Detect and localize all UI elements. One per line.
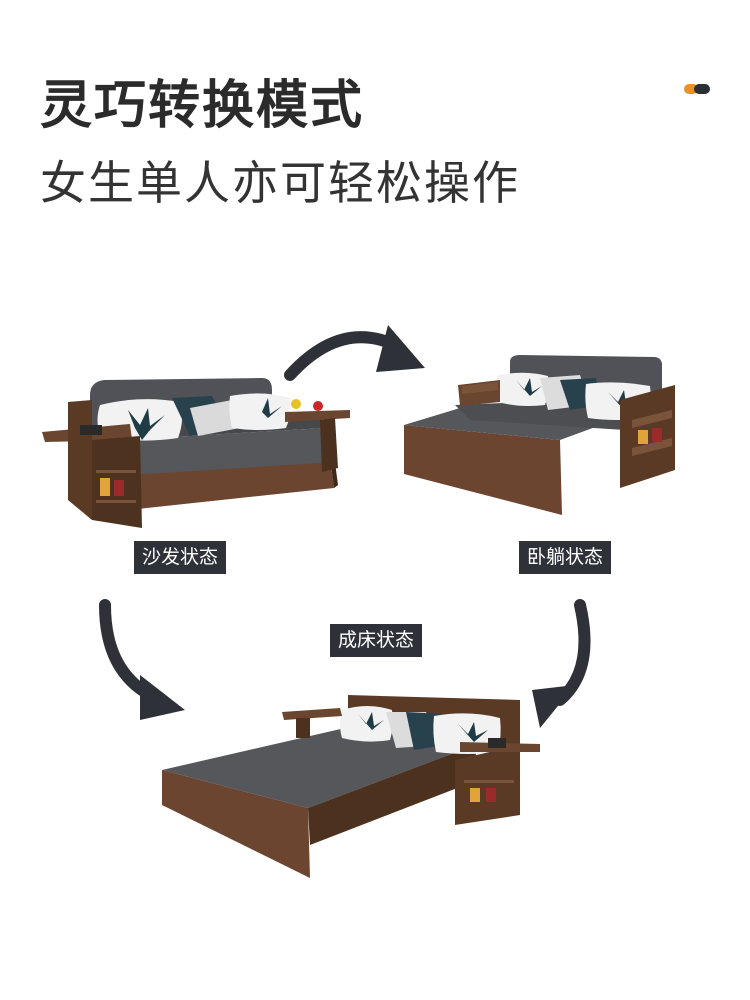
arrow-head-top-icon [376,325,425,372]
arrow-sofa-to-recline-icon [284,331,401,381]
bed-state-illustration [162,695,540,878]
label-bed-state: 成床状态 [330,624,423,657]
label-sofa-state: 沙发状态 [134,541,227,574]
page-subtitle: 女生单人亦可轻松操作 [40,156,520,210]
arrow-head-left-icon [140,675,185,720]
label-recline-state: 卧躺状态 [519,541,612,574]
toggle-decoration-icon [684,84,710,94]
arrow-head-right-icon [532,685,575,728]
page-title: 灵巧转换模式 [40,76,365,136]
recline-state-illustration [404,355,675,515]
sofa-state-illustration [42,378,350,528]
